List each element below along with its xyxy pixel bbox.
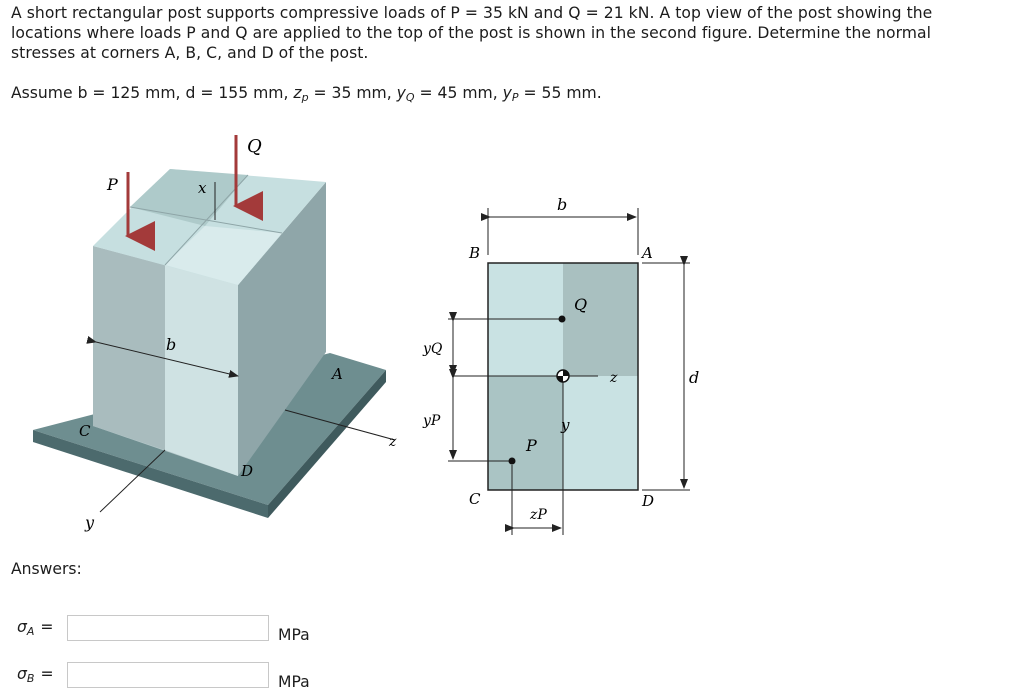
top-label-b: b [557, 195, 567, 214]
top-label-a-corner: A [640, 244, 653, 262]
post-front-face-right-half [165, 265, 238, 476]
assume-b: b = 125 mm, [77, 84, 181, 102]
sigma-a-input[interactable] [67, 615, 269, 641]
top-label-d: d [689, 368, 699, 387]
assume-d: d = 155 mm, [185, 84, 289, 102]
assume-yp: = 55 mm. [523, 84, 602, 102]
sigma-b-unit: MPa [278, 673, 310, 691]
iso-label-b: b [166, 335, 176, 354]
base-plate-right [268, 370, 386, 518]
top-label-yp: yP [422, 413, 441, 429]
base-plate-left [33, 430, 268, 518]
problem-line-3: stresses at corners A, B, C, and D of th… [11, 44, 369, 62]
sigma-b-input[interactable] [67, 662, 269, 688]
assumptions: Assume b = 125 mm, d = 155 mm, zp = 35 m… [11, 84, 602, 104]
iso-label-p: P [106, 175, 118, 194]
assume-zp: = 35 mm, [313, 84, 392, 102]
point-p [508, 457, 516, 465]
problem-statement: A short rectangular post supports compre… [11, 3, 1011, 63]
iso-label-a: A [330, 365, 343, 383]
top-label-zp: zP [529, 507, 547, 523]
top-label-c-corner: C [469, 490, 481, 508]
problem-line-1: A short rectangular post supports compre… [11, 4, 933, 22]
post-top-quadrant-2 [165, 226, 282, 285]
top-label-z: z [609, 370, 618, 386]
iso-label-d: D [240, 462, 253, 480]
top-view: b d B A Q z yQ yP y P C D zP [422, 195, 699, 535]
sigma-a-unit: MPa [278, 626, 310, 644]
sigma-b-label: σB= [17, 665, 54, 685]
point-q [558, 315, 566, 323]
top-label-b-corner: B [468, 244, 480, 262]
assume-yq: = 45 mm, [419, 84, 498, 102]
iso-label-x: x [198, 179, 207, 197]
top-label-p: P [525, 436, 537, 455]
top-view-quadrant-br [563, 376, 638, 490]
post-figure: P Q x b A C D y z b d [33, 135, 699, 535]
top-label-y: y [560, 416, 570, 434]
isometric-view: P Q x b A C D y z [33, 135, 397, 532]
top-label-d-corner: D [641, 492, 654, 510]
iso-label-q: Q [247, 136, 262, 157]
assume-prefix: Assume [11, 84, 73, 102]
problem-line-2: locations where loads P and Q are applie… [11, 24, 931, 42]
top-view-quadrant-tr [563, 263, 638, 376]
post-right-face [238, 182, 326, 476]
sigma-a-label: σA= [17, 618, 54, 638]
post-front-face-left-half [93, 246, 165, 450]
top-label-q: Q [574, 295, 587, 314]
iso-label-c: C [79, 422, 91, 440]
answers-label: Answers: [11, 560, 82, 578]
iso-label-z: z [388, 434, 397, 450]
iso-label-y: y [84, 513, 95, 532]
top-label-yq: yQ [422, 341, 443, 357]
